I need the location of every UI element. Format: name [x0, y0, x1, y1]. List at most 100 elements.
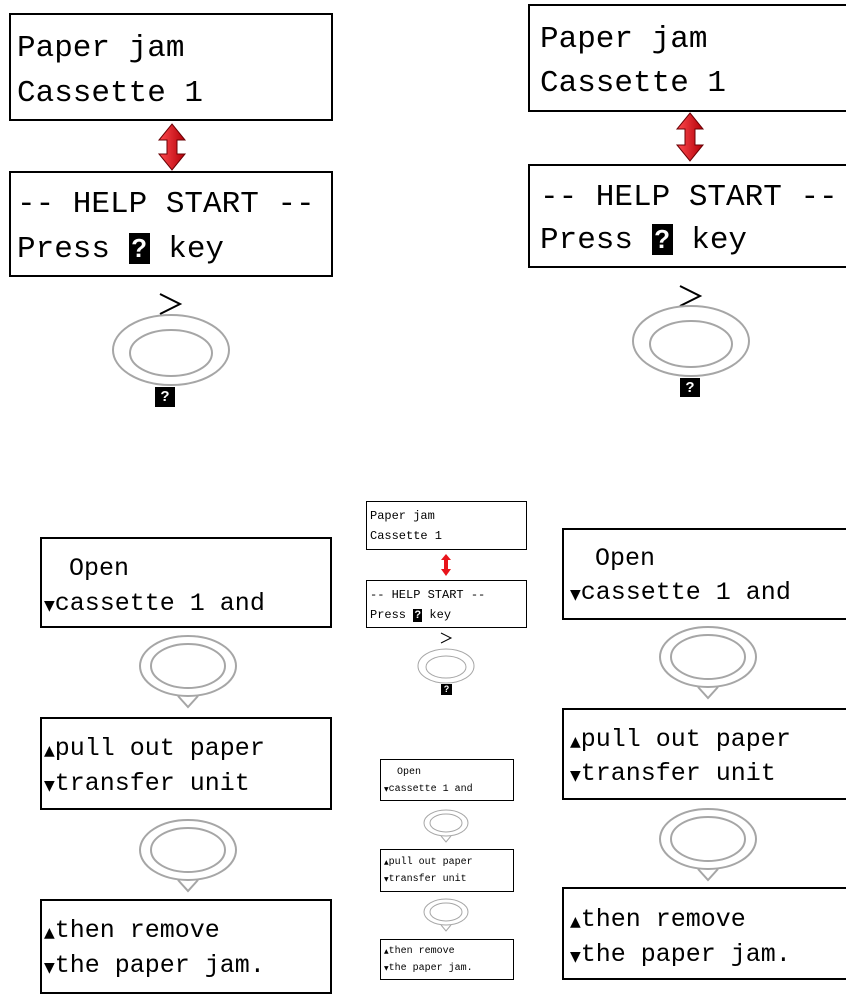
- display-line-2: ▼cassette 1 and: [570, 580, 791, 605]
- display-line-2: Cassette 1: [17, 76, 204, 111]
- display-line-1: ▲then remove: [44, 918, 220, 943]
- scroll-down-icon: ▼: [384, 876, 389, 883]
- dial-button-icon[interactable]: [417, 648, 475, 684]
- display-line-2: ▼the paper jam.: [570, 942, 791, 967]
- scroll-down-icon: ▼: [44, 778, 55, 794]
- display-line-2-text: the paper jam.: [580, 940, 791, 969]
- scroll-up-icon: ▲: [44, 743, 55, 759]
- press-text: Press: [540, 223, 652, 258]
- display-line-1-text: pull out paper: [388, 857, 473, 868]
- key-text: key: [149, 232, 225, 267]
- display-help-start-small: -- HELP START -- Press ? key: [366, 580, 527, 628]
- scroll-up-icon: ▲: [384, 948, 389, 955]
- dial-down-icon[interactable]: [423, 809, 469, 843]
- dial-down-icon[interactable]: [659, 626, 757, 700]
- question-key-icon[interactable]: ?: [155, 387, 175, 407]
- display-line-1: Paper jam: [17, 31, 185, 66]
- dial-down-icon[interactable]: [139, 635, 237, 709]
- display-open-cassette-right: Open ▼cassette 1 and: [562, 528, 846, 620]
- dial-button-icon[interactable]: [632, 305, 750, 377]
- display-line-2-text: cassette 1 and: [388, 784, 473, 795]
- scroll-down-icon: ▼: [570, 949, 581, 965]
- double-arrow-icon: [157, 123, 187, 171]
- display-pull-out-small: ▲pull out paper ▼transfer unit: [380, 849, 514, 892]
- scroll-down-icon: ▼: [384, 965, 389, 972]
- display-help-start-right: -- HELP START -- Press ? key: [528, 164, 846, 268]
- key-text: key: [672, 223, 748, 258]
- display-line-1: Paper jam: [370, 509, 435, 523]
- scroll-down-icon: ▼: [44, 598, 55, 614]
- scroll-down-icon: ▼: [570, 587, 581, 603]
- double-arrow-icon: [675, 112, 705, 162]
- display-then-remove-left: ▲then remove ▼the paper jam.: [40, 899, 332, 994]
- display-paper-jam-right: Paper jam Cassette 1: [528, 4, 846, 112]
- display-then-remove-right: ▲then remove ▼the paper jam.: [562, 887, 846, 980]
- display-line-1: Paper jam: [540, 22, 708, 57]
- display-line-1: Open: [54, 554, 130, 583]
- dial-down-icon[interactable]: [659, 808, 757, 882]
- scroll-down-icon: ▼: [44, 960, 55, 976]
- chevron-right-icon[interactable]: [159, 293, 183, 315]
- display-line-2: Cassette 1: [540, 66, 727, 101]
- display-line-2: Press ? key: [370, 609, 451, 622]
- display-line-2: Cassette 1: [370, 529, 443, 543]
- press-text: Press: [17, 232, 129, 267]
- dial-button-icon[interactable]: [112, 314, 230, 386]
- display-line-1: -- HELP START --: [370, 588, 486, 602]
- display-line-2-text: transfer unit: [580, 759, 776, 788]
- display-paper-jam-small: Paper jam Cassette 1: [366, 501, 527, 550]
- display-line-2: ▼cassette 1 and: [44, 591, 265, 616]
- display-line-2-text: the paper jam.: [388, 963, 473, 974]
- question-key-icon: ?: [128, 233, 150, 264]
- scroll-down-icon: ▼: [384, 786, 389, 793]
- display-pull-out-left: ▲pull out paper ▼transfer unit: [40, 717, 332, 810]
- display-line-1: ▲then remove: [384, 947, 455, 957]
- display-line-1: Open: [391, 767, 422, 778]
- display-line-2: Press ? key: [17, 233, 224, 265]
- display-pull-out-right: ▲pull out paper ▼transfer unit: [562, 708, 846, 800]
- display-line-2-text: the paper jam.: [54, 951, 265, 980]
- dial-down-icon[interactable]: [423, 898, 469, 932]
- display-paper-jam-left: Paper jam Cassette 1: [9, 13, 333, 121]
- display-line-1-text: pull out paper: [54, 734, 265, 763]
- key-text: key: [422, 608, 452, 622]
- display-line-2: ▼cassette 1 and: [384, 785, 473, 795]
- question-key-icon[interactable]: ?: [441, 684, 452, 695]
- scroll-up-icon: ▲: [570, 734, 581, 750]
- display-line-2-text: cassette 1 and: [54, 589, 265, 618]
- display-line-1-text: then remove: [54, 916, 220, 945]
- display-line-2-text: transfer unit: [388, 874, 467, 885]
- display-line-2-text: transfer unit: [54, 769, 250, 798]
- display-line-2: ▼transfer unit: [44, 771, 250, 796]
- display-open-cassette-left: Open ▼cassette 1 and: [40, 537, 332, 628]
- display-help-start-left: -- HELP START -- Press ? key: [9, 171, 333, 277]
- display-line-2: ▼the paper jam.: [384, 964, 473, 974]
- display-line-2: ▼transfer unit: [384, 875, 467, 885]
- chevron-right-icon[interactable]: [440, 632, 453, 644]
- scroll-up-icon: ▲: [44, 925, 55, 941]
- display-line-2: ▼the paper jam.: [44, 953, 265, 978]
- display-line-1: -- HELP START --: [540, 180, 838, 215]
- display-line-2: ▼transfer unit: [570, 761, 776, 786]
- display-line-2: Press ? key: [540, 224, 747, 256]
- double-arrow-icon: [441, 554, 451, 576]
- scroll-up-icon: ▲: [384, 859, 389, 866]
- display-line-1: ▲then remove: [570, 907, 746, 932]
- display-line-1: ▲pull out paper: [570, 727, 791, 752]
- question-key-icon: ?: [413, 609, 423, 622]
- scroll-up-icon: ▲: [570, 914, 581, 930]
- press-text: Press: [370, 608, 414, 622]
- display-line-1-text: then remove: [388, 946, 455, 957]
- question-key-icon: ?: [651, 224, 673, 255]
- display-line-2-text: cassette 1 and: [580, 578, 791, 607]
- display-line-1: ▲pull out paper: [44, 736, 265, 761]
- display-line-1-text: then remove: [580, 905, 746, 934]
- display-line-1: ▲pull out paper: [384, 858, 473, 868]
- chevron-right-icon[interactable]: [679, 285, 703, 307]
- display-then-remove-small: ▲then remove ▼the paper jam.: [380, 939, 514, 980]
- dial-down-icon[interactable]: [139, 819, 237, 893]
- display-open-cassette-small: Open ▼cassette 1 and: [380, 759, 514, 801]
- question-key-icon[interactable]: ?: [680, 378, 700, 397]
- display-line-1-text: pull out paper: [580, 725, 791, 754]
